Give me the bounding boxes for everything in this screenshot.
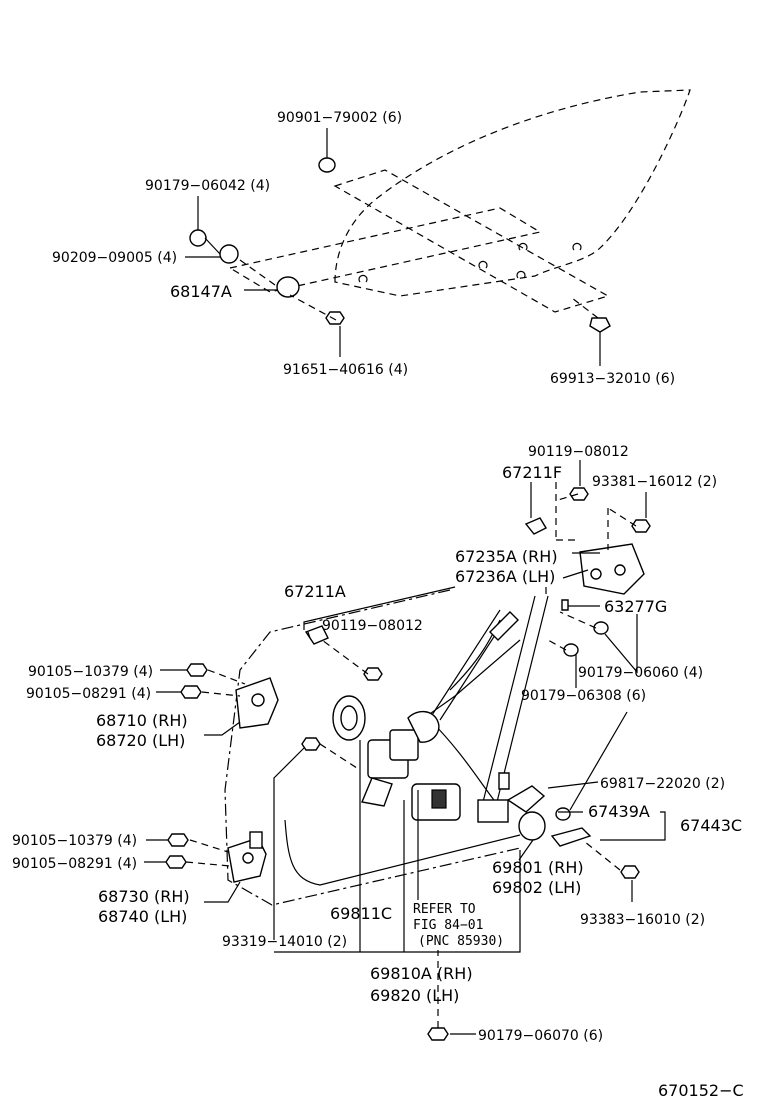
bolt-93381-icon <box>631 519 651 533</box>
regulator-assembly <box>224 543 645 906</box>
upper-fasteners <box>189 157 611 333</box>
part-labels: 90901−79002 (6) 90179−06042 (4) 90209−09… <box>12 110 744 1100</box>
glass-channel-upper <box>333 169 610 313</box>
bolt-69817-icon <box>555 807 571 821</box>
solid-leaders <box>144 460 666 1035</box>
bolt-90105-08291-b-icon <box>165 855 187 869</box>
label-90105-10379-b: 90105−10379 (4) <box>12 833 137 849</box>
label-67236A: 67236A (LH) <box>455 567 555 586</box>
bolt-90119-b-icon <box>363 667 383 681</box>
label-90119-08012-b: 90119−08012 <box>322 618 423 634</box>
door-inner-panel <box>224 589 521 906</box>
bolt-93383-icon <box>620 865 640 879</box>
clip-67211F-icon <box>524 517 547 535</box>
label-69817-22020: 69817−22020 (2) <box>600 776 725 792</box>
bolt-90179-06070-icon <box>427 1027 449 1041</box>
lower-fasteners <box>165 487 651 1041</box>
bolt-90105-10379-b-icon <box>167 833 189 847</box>
lower-pulley-icon <box>477 785 546 841</box>
upper-leaders <box>185 128 601 366</box>
label-93381-16012: 93381−16012 (2) <box>592 474 717 490</box>
bolt-90105-08291-a-icon <box>180 685 202 699</box>
bush-90179-icon <box>189 229 207 247</box>
hinge-68730-icon <box>227 831 267 883</box>
door-glass <box>334 89 691 297</box>
door-glass-assembly <box>228 89 691 313</box>
lower-leader-lines <box>185 482 637 1028</box>
label-90179-06060: 90179−06060 (4) <box>578 665 703 681</box>
label-93319-14010: 93319−14010 (2) <box>222 934 347 950</box>
label-90119-08012-a: 90119−08012 <box>528 444 629 460</box>
label-90209-09005: 90209−09005 (4) <box>52 250 177 266</box>
label-68710: 68710 (RH) <box>96 711 188 730</box>
gear-bracket-icon <box>332 695 440 743</box>
label-90105-08291-b: 90105−08291 (4) <box>12 856 137 872</box>
clip-67211A-icon <box>304 625 329 645</box>
bolt-91651-icon <box>325 311 345 325</box>
label-91651-40616: 91651−40616 (4) <box>283 362 408 378</box>
bolt-90179-06308-icon <box>563 643 579 657</box>
label-93383-16010: 93383−16010 (2) <box>580 912 705 928</box>
label-69802: 69802 (LH) <box>492 878 581 897</box>
label-69810A: 69810A (RH) <box>370 964 473 983</box>
hinge-68710-icon <box>235 677 279 729</box>
glass-channel-lower <box>228 207 542 293</box>
label-68740: 68740 (LH) <box>98 907 187 926</box>
refer-pnc-text: (PNC 85930) <box>418 934 504 949</box>
label-67235A: 67235A (RH) <box>455 547 558 566</box>
label-67439A: 67439A <box>588 802 650 821</box>
clip-69913-icon <box>589 317 611 333</box>
nut-90901-icon <box>318 157 336 173</box>
label-90179-06042: 90179−06042 (4) <box>145 178 270 194</box>
label-69811C: 69811C <box>330 904 392 923</box>
bushing-68147A-icon <box>276 276 300 298</box>
refer-fig-text: FIG 84−01 <box>413 918 483 933</box>
label-68147A: 68147A <box>170 282 232 301</box>
label-68730: 68730 (RH) <box>98 887 190 906</box>
label-90179-06308: 90179−06308 (6) <box>521 688 646 704</box>
label-69801: 69801 (RH) <box>492 858 584 877</box>
figure-code: 670152−C <box>658 1081 744 1100</box>
label-68720: 68720 (LH) <box>96 731 185 750</box>
upper-guide-icon <box>579 543 645 595</box>
label-69913-32010: 69913−32010 (6) <box>550 371 675 387</box>
label-69820: 69820 (LH) <box>370 986 459 1005</box>
label-90105-10379-a: 90105−10379 (4) <box>28 664 153 680</box>
bolt-93319-icon <box>301 737 321 751</box>
label-67443C: 67443C <box>680 816 742 835</box>
bolt-90179-06060-icon <box>593 621 609 635</box>
label-90179-06070: 90179−06070 (6) <box>478 1028 603 1044</box>
bracket-67443C-icon <box>550 827 592 847</box>
label-67211F: 67211F <box>502 463 562 482</box>
label-90901-79002: 90901−79002 (6) <box>277 110 402 126</box>
label-90105-08291-a: 90105−08291 (4) <box>26 686 151 702</box>
washer-90209-icon <box>219 244 239 264</box>
label-63277G: 63277G <box>604 597 667 616</box>
clip-63277G-icon <box>561 599 569 611</box>
bolt-90105-10379-a-icon <box>186 663 208 677</box>
label-67211A: 67211A <box>284 582 346 601</box>
bolt-90119-a-icon <box>569 487 589 501</box>
refer-to-text: REFER TO <box>413 902 476 917</box>
window-motor-icon <box>361 729 461 821</box>
